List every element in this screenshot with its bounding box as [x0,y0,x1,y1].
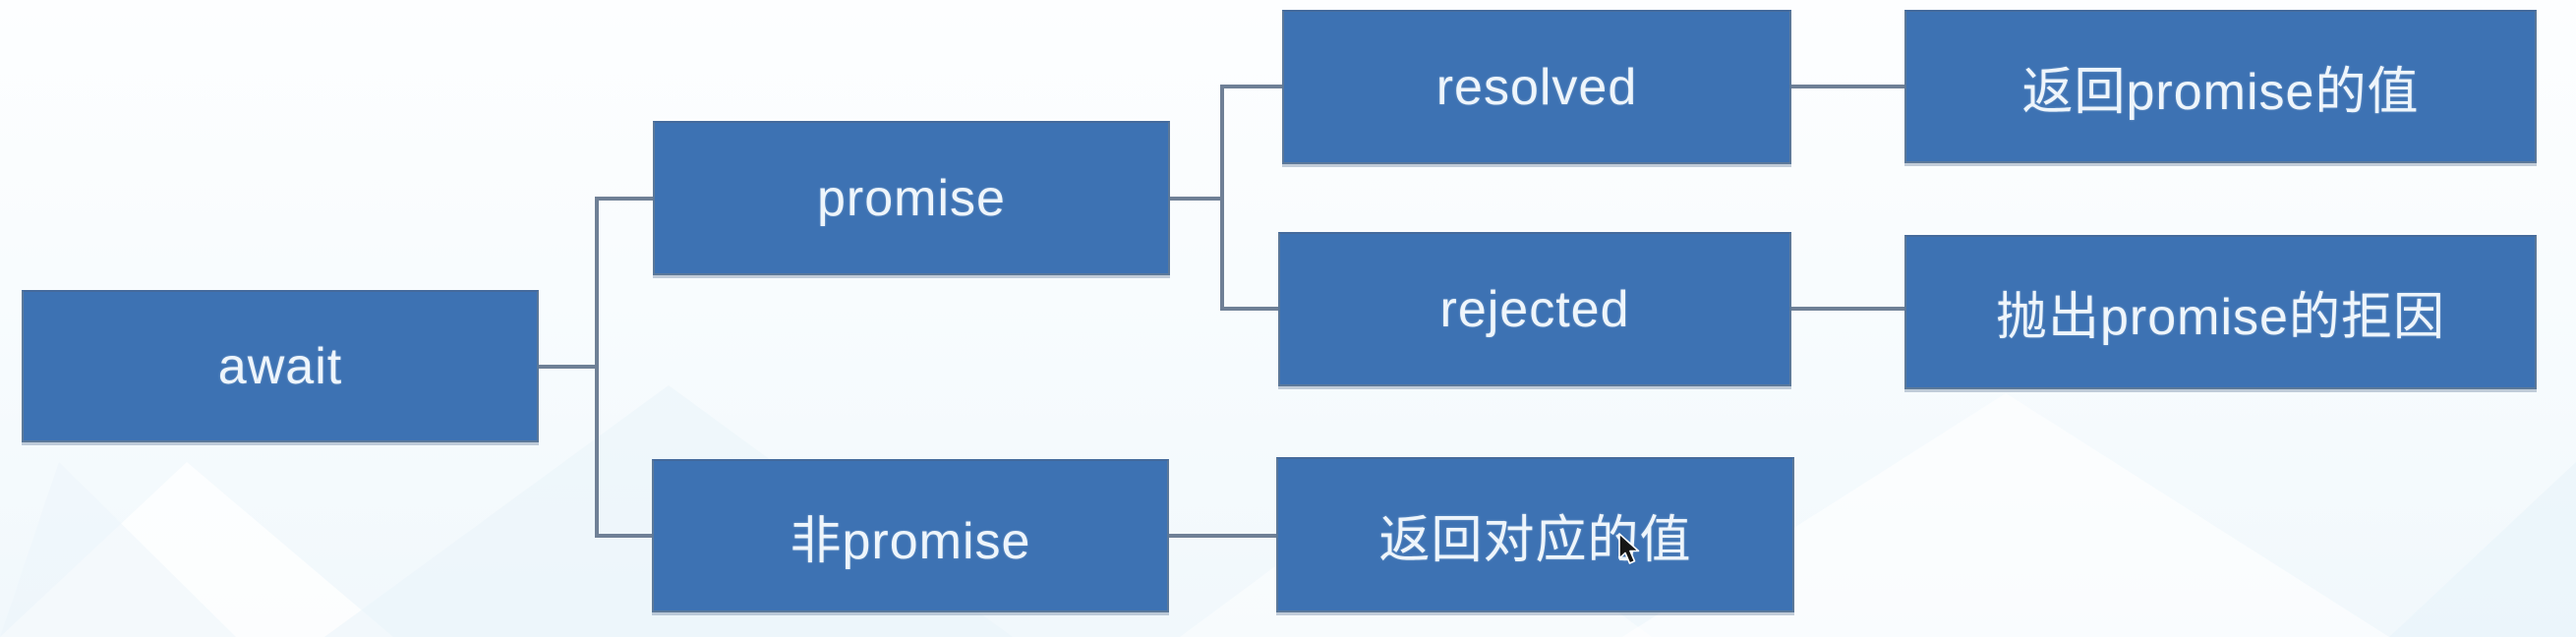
node-return-promise-value[interactable]: 返回promise的值 [1904,10,2537,163]
node-non-promise[interactable]: 非promise [652,459,1169,612]
node-await[interactable]: await [22,290,539,442]
node-throw-promise-reason[interactable]: 抛出promise的拒因 [1904,235,2537,389]
node-promise[interactable]: promise [653,121,1170,275]
node-resolved[interactable]: resolved [1282,10,1791,164]
node-return-corresponding-value[interactable]: 返回对应的值 [1276,457,1794,612]
node-rejected[interactable]: rejected [1278,232,1791,386]
